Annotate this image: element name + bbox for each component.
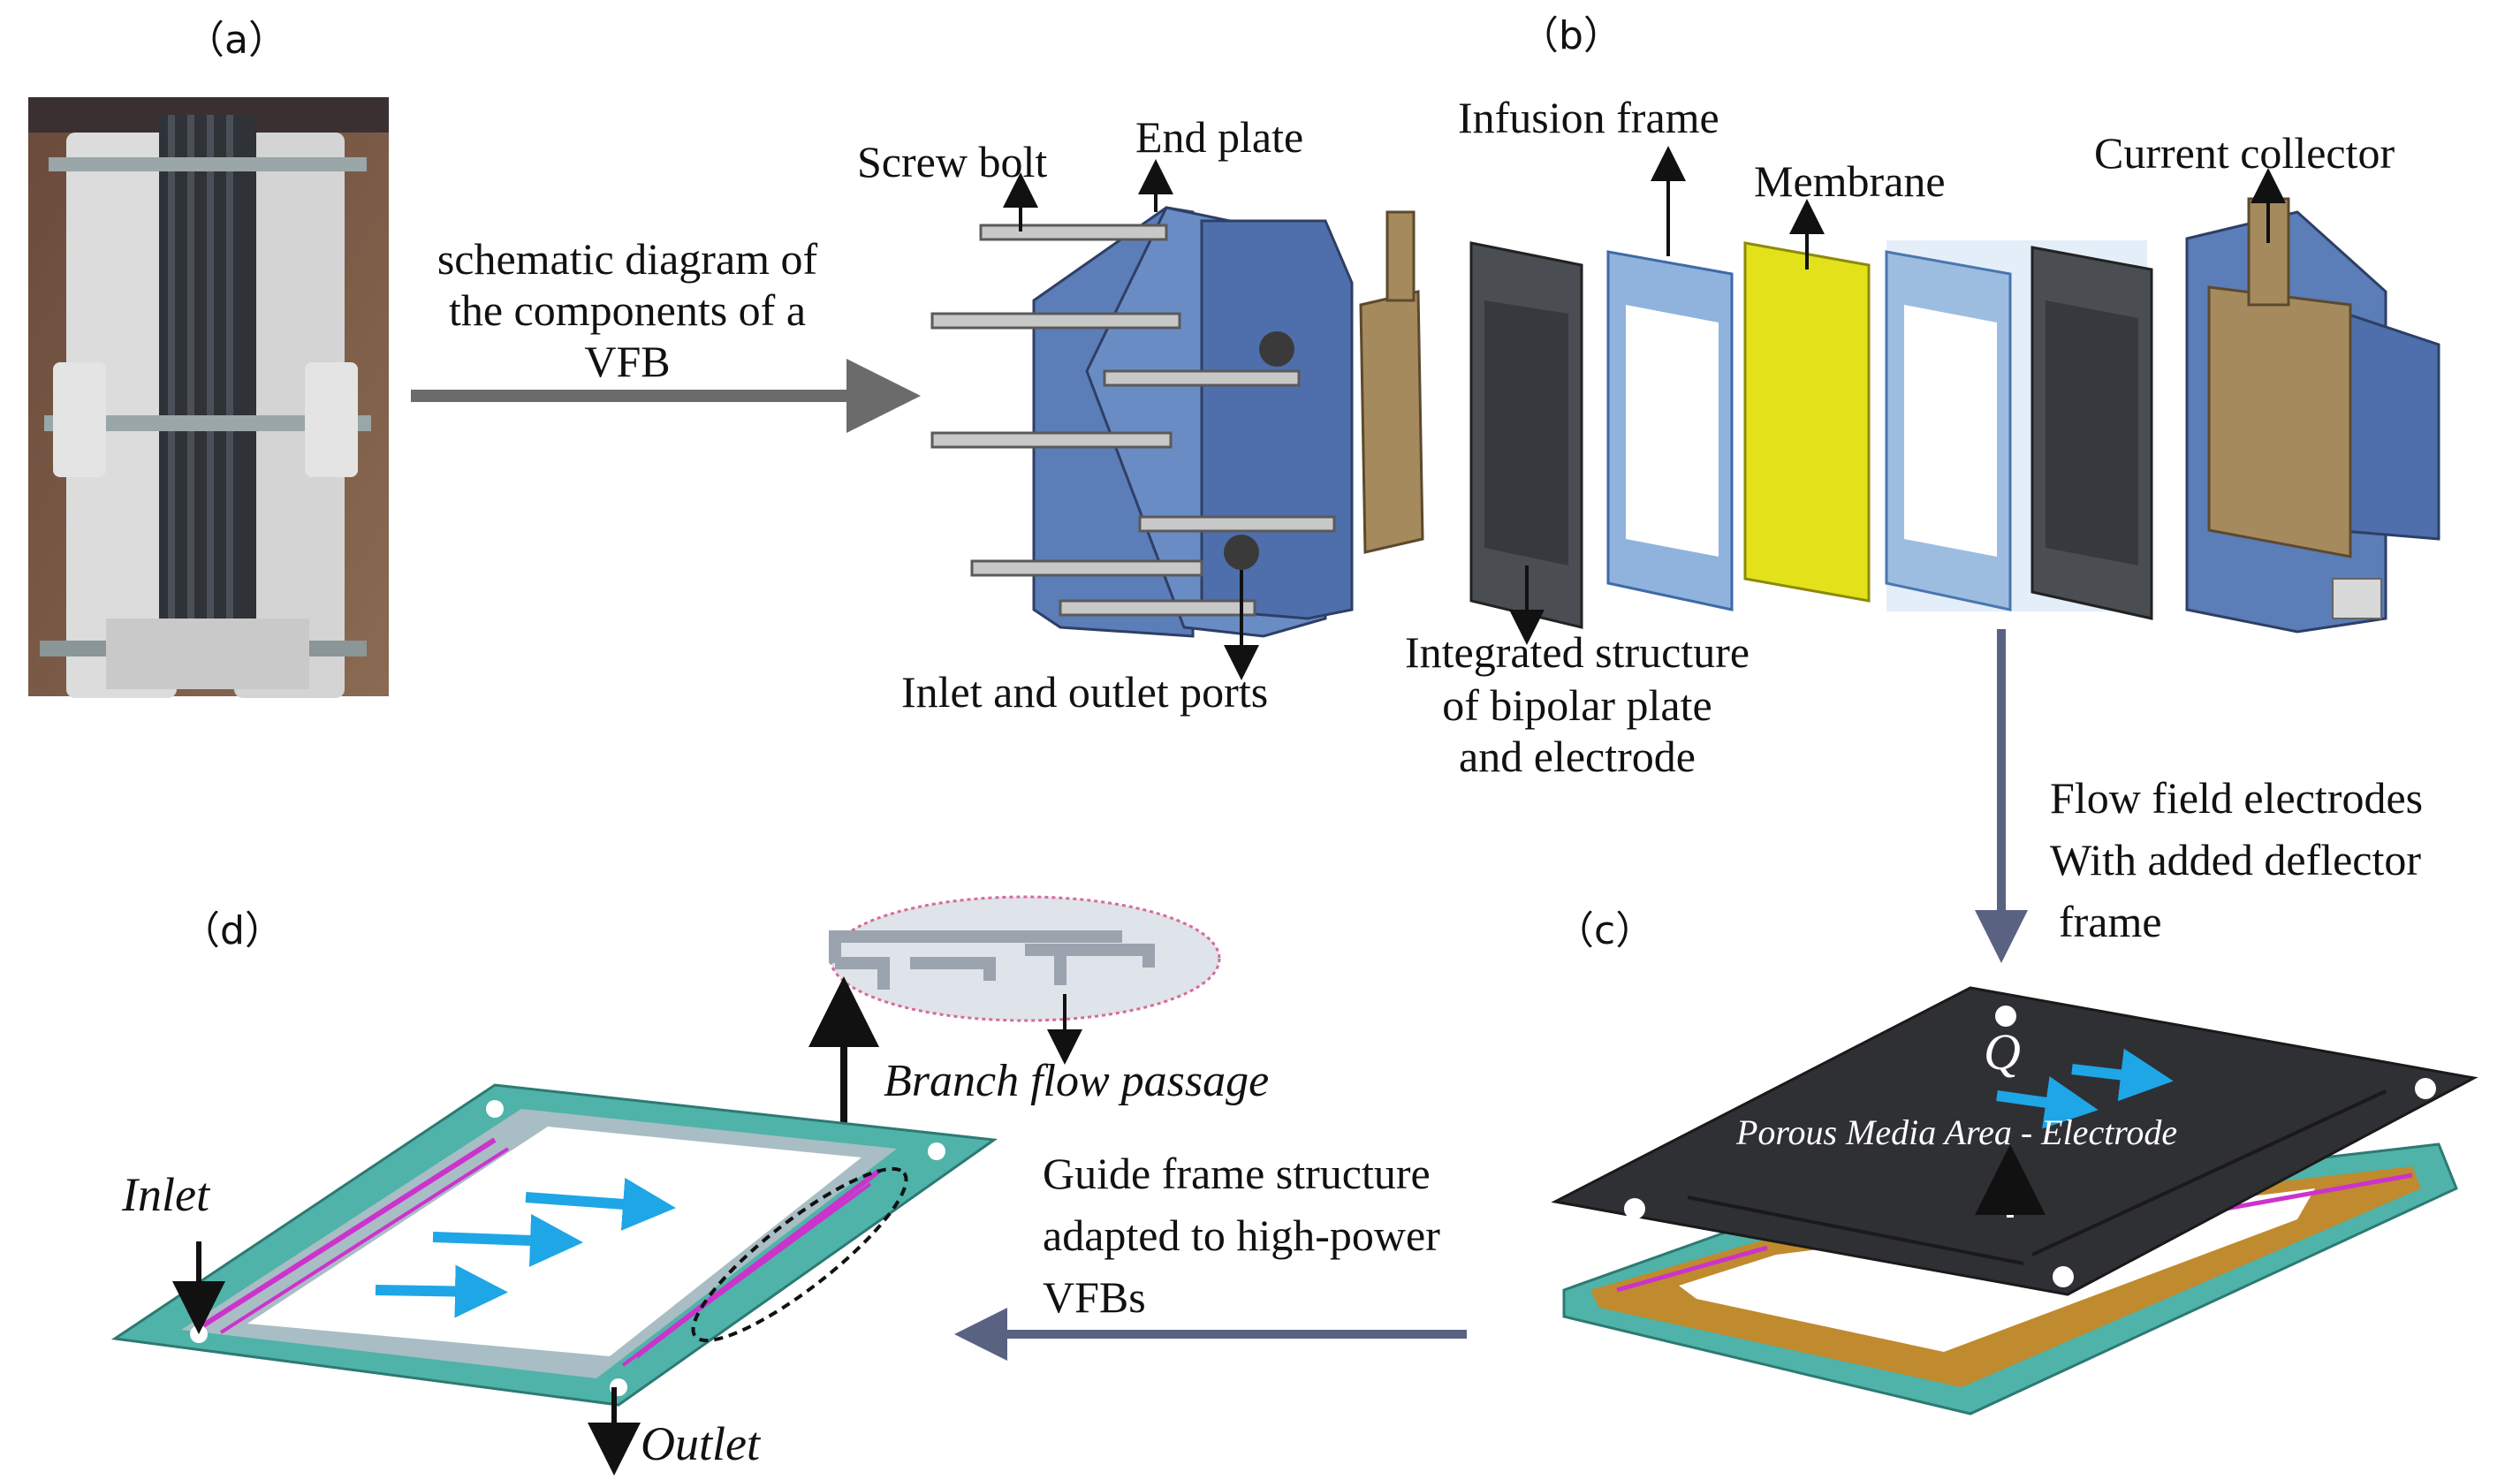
label-outlet: Outlet [641,1417,762,1470]
panel-d-label: （d） [181,908,284,953]
flow-arrow-c-2 [1996,1076,2099,1129]
label-membrane: Membrane [1754,156,1946,206]
arrow-c-caption-line2: adapted to high-power [1043,1211,1440,1260]
label-current-collector: Current collector [2094,128,2395,178]
stack-photo [28,97,389,698]
label-integrated-line2: of bipolar plate [1442,680,1712,730]
label-infusion-frame: Infusion frame [1458,93,1719,142]
infusion-frame [1606,250,1734,611]
end-plate-assembly [930,206,1354,638]
arrow-a-caption-line3: VFB [584,337,670,386]
current-collector-left [1359,290,1424,554]
electrode-right [2030,246,2153,620]
panel-b-label: （b） [1520,13,1622,58]
arrow-b-caption-line2: With added deflector [2050,835,2421,884]
arrow-c-caption-line3: VFBs [1043,1272,1146,1322]
arrow-b-caption-line3: frame [2059,897,2162,946]
flow-arrow-d-2 [432,1213,583,1267]
arrow-a-caption-line1: schematic diagram of [437,234,818,284]
branch-highlight-ellipse [691,1166,908,1343]
label-branch-flow: Branch flow passage [884,1056,1269,1106]
panel-c-label: （c） [1555,908,1654,953]
bipolar-plate-electrode [1469,241,1583,629]
end-plate-right [2185,197,2440,634]
porous-media-label: Porous Media Area - Electrode [1735,1112,2177,1152]
collector-tab-left [1385,210,1416,302]
screw-bolts [930,224,1336,617]
label-integrated-line3: and electrode [1459,732,1696,781]
arrow-a-to-b-caption: schematic diagram of the components of a… [437,234,818,386]
label-screw-bolt: Screw bolt [857,137,1047,186]
flow-arrow-d-3 [375,1264,508,1318]
arrow-c-caption-line1: Guide frame structure [1043,1149,1431,1198]
membrane [1743,241,1871,603]
panel-a-label: （a） [186,18,287,63]
arrow-b-caption-line1: Flow field electrodes [2050,773,2423,823]
porous-electrode-plate [1551,986,2478,1296]
branch-callout [829,895,1221,1022]
arrow-a-caption-line2: the components of a [449,285,806,335]
label-integrated-line1: Integrated structure [1405,627,1750,677]
flow-arrow-c-1 [2071,1048,2174,1102]
label-inlet-outlet-ports: Inlet and outlet ports [901,667,1268,717]
label-end-plate: End plate [1135,112,1303,162]
flow-symbol-q: Q [1984,1023,2021,1081]
label-inlet: Inlet [121,1168,211,1221]
flow-arrow-d-1 [525,1177,676,1231]
